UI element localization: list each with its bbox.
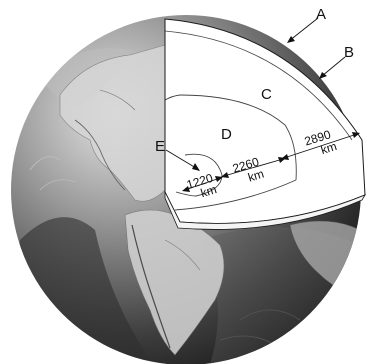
label-d: D: [221, 126, 232, 143]
cutaway-wedge: [165, 19, 365, 229]
label-a: A: [316, 6, 326, 23]
label-c: C: [261, 86, 272, 103]
label-e: E: [155, 138, 165, 155]
label-b: B: [344, 44, 354, 61]
